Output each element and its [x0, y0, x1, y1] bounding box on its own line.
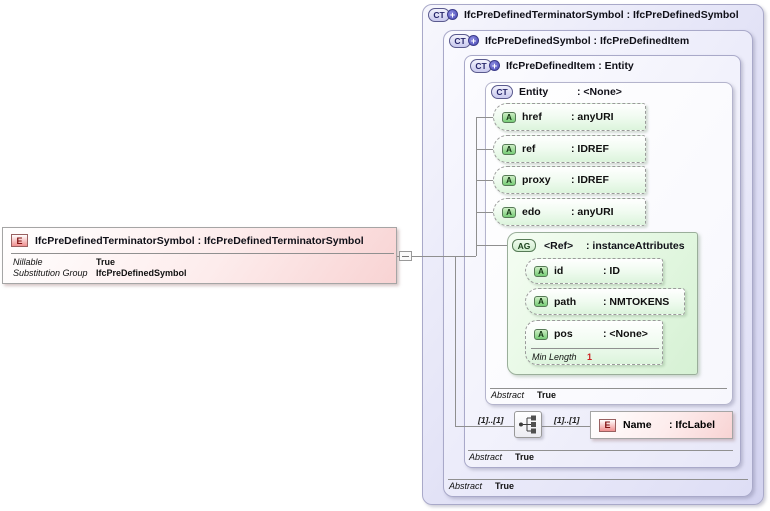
- attribute-name: edo: [522, 206, 541, 218]
- connector-line: [476, 245, 507, 246]
- predefined-symbol-abstract-facet: Abstract True: [449, 481, 514, 491]
- facet-label: Abstract: [469, 452, 503, 462]
- attribute-icon: A: [502, 206, 516, 218]
- attribute-type: : NMTOKENS: [603, 295, 670, 308]
- facet-label: Abstract: [491, 390, 525, 400]
- entity-abstract-facet: Abstract True: [491, 390, 556, 400]
- complex-type-icon: CT +: [428, 7, 458, 22]
- element-type-label: : IfcLabel: [669, 419, 716, 431]
- facet-divider: [448, 479, 748, 480]
- complex-type-icon: CT +: [449, 33, 479, 48]
- attribute-icon: A: [534, 328, 548, 340]
- attribute-name: href: [522, 111, 542, 123]
- expand-icon[interactable]: +: [447, 9, 458, 20]
- cardinality-label: [1]..[1]: [478, 415, 504, 425]
- element-name[interactable]: E Name : IfcLabel: [590, 411, 733, 439]
- predefined-item-abstract-facet: Abstract True: [469, 452, 534, 462]
- attribute-name: proxy: [522, 174, 551, 186]
- facet-value: True: [537, 390, 557, 400]
- facet-value: IfcPreDefinedSymbol: [96, 268, 187, 278]
- element-title: IfcPreDefinedTerminatorSymbol : IfcPreDe…: [35, 234, 364, 247]
- type-title: IfcPreDefinedTerminatorSymbol : IfcPreDe…: [464, 8, 739, 21]
- element-name-label: Name: [623, 419, 652, 431]
- attribute-icon: A: [502, 174, 516, 186]
- connector-line: [542, 426, 590, 427]
- facet-label: Min Length: [532, 352, 577, 362]
- connector-line: [397, 256, 400, 257]
- attribute-id[interactable]: A id : ID: [525, 258, 663, 284]
- connector-line: [476, 180, 493, 181]
- attribute-icon: A: [502, 143, 516, 155]
- attribute-href[interactable]: A href : anyURI: [493, 103, 646, 131]
- connector-line: [476, 212, 493, 213]
- min-length-facet: Min Length 1: [532, 352, 592, 362]
- facet-value: True: [96, 257, 116, 267]
- header-ifc-predefined-symbol: CT + IfcPreDefinedSymbol : IfcPreDefined…: [449, 33, 689, 48]
- facet-divider: [468, 450, 733, 451]
- attribute-type: : <None>: [603, 328, 648, 340]
- attribute-name: id: [554, 265, 564, 277]
- ct-icon: CT: [470, 58, 492, 73]
- ag-icon: AG: [512, 239, 536, 252]
- minus-icon: [402, 255, 409, 257]
- type-base: : <None>: [577, 85, 622, 98]
- type-name: Entity: [519, 85, 549, 98]
- sequence-compositor-button[interactable]: [514, 411, 542, 438]
- type-title: IfcPreDefinedSymbol : IfcPreDefinedItem: [485, 34, 690, 47]
- expand-icon[interactable]: +: [489, 60, 500, 71]
- attribute-edo[interactable]: A edo : anyURI: [493, 198, 646, 226]
- complex-type-icon: CT +: [470, 58, 500, 73]
- substitution-group-facet: Substitution Group IfcPreDefinedSymbol: [13, 268, 187, 278]
- collapse-handle[interactable]: [399, 251, 412, 261]
- connector-line: [476, 117, 493, 118]
- header-entity: CT Entity : <None>: [491, 84, 622, 99]
- connector-line: [476, 149, 493, 150]
- attribute-group-header: AG <Ref> : instanceAttributes: [512, 238, 685, 253]
- attribute-type: : ID: [603, 265, 620, 277]
- attribute-type: : anyURI: [571, 111, 614, 123]
- attribute-group-name: <Ref>: [544, 239, 574, 252]
- element-icon: E: [11, 234, 28, 247]
- attribute-icon: A: [534, 265, 548, 277]
- facet-label: Nillable: [13, 257, 43, 267]
- cardinality-label: [1]..[1]: [554, 415, 580, 425]
- attribute-path[interactable]: A path : NMTOKENS: [525, 288, 685, 315]
- attribute-name: ref: [522, 143, 536, 155]
- sequence-icon: [519, 415, 536, 434]
- facet-divider: [531, 348, 659, 349]
- attribute-proxy[interactable]: A proxy : IDREF: [493, 166, 646, 194]
- connector-line: [455, 256, 456, 427]
- attribute-icon: A: [534, 296, 548, 307]
- facet-divider: [490, 388, 727, 389]
- attribute-type: : IDREF: [571, 143, 609, 155]
- attribute-name: pos: [554, 328, 573, 340]
- element-icon: E: [599, 418, 616, 432]
- facet-value: True: [515, 452, 535, 462]
- facet-label: Substitution Group: [13, 268, 88, 278]
- header-divider: [11, 253, 394, 254]
- header-ifc-predefined-terminator-symbol: CT + IfcPreDefinedTerminatorSymbol : Ifc…: [428, 7, 739, 22]
- facet-value: True: [495, 481, 515, 491]
- connector-line: [455, 426, 514, 427]
- attribute-ref[interactable]: A ref : IDREF: [493, 135, 646, 163]
- expand-icon[interactable]: +: [468, 35, 479, 46]
- ct-icon: CT: [491, 84, 513, 99]
- connector-line: [412, 256, 476, 257]
- attribute-pos[interactable]: A pos : <None> Min Length 1: [525, 320, 663, 365]
- header-ifc-predefined-item: CT + IfcPreDefinedItem : Entity: [470, 58, 634, 73]
- element-header: E IfcPreDefinedTerminatorSymbol : IfcPre…: [11, 234, 364, 247]
- attribute-name: path: [554, 295, 577, 308]
- facet-value: 1: [587, 352, 593, 362]
- attribute-group-type: : instanceAttributes: [586, 239, 685, 252]
- attribute-icon: A: [502, 111, 516, 123]
- attribute-type: : IDREF: [571, 174, 609, 186]
- connector-line: [476, 117, 477, 256]
- attribute-type: : anyURI: [571, 206, 614, 218]
- nillable-facet: Nillable True: [13, 257, 115, 267]
- type-title: IfcPreDefinedItem : Entity: [506, 59, 634, 72]
- element-ifc-predefined-terminator-symbol[interactable]: E IfcPreDefinedTerminatorSymbol : IfcPre…: [2, 227, 397, 284]
- facet-label: Abstract: [449, 481, 483, 491]
